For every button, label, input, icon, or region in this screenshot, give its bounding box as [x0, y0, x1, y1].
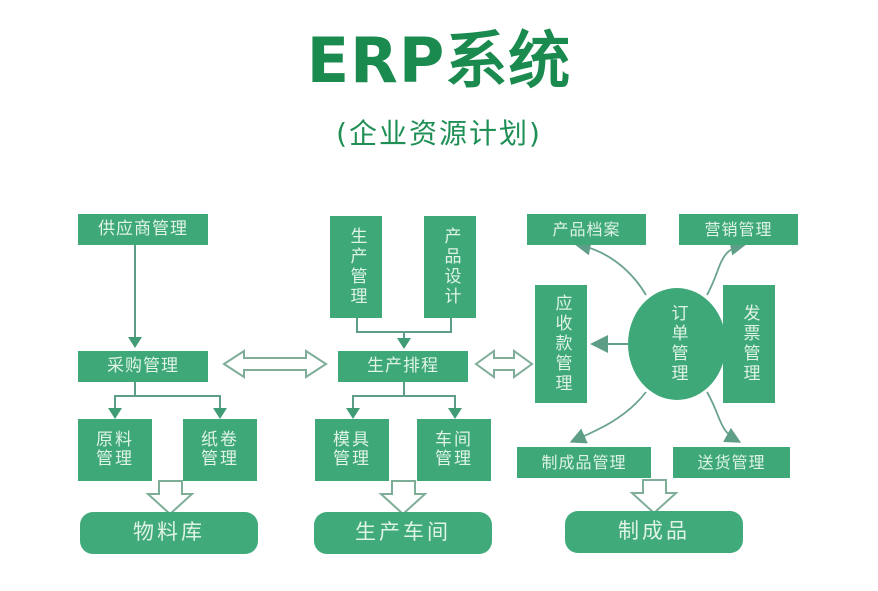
- page-subtitle: (企业资源计划): [336, 117, 542, 150]
- line-purchasing-down: [134, 382, 136, 396]
- arrowhead-to-mold: [346, 408, 360, 419]
- node-delivery-management[interactable]: 送货管理: [673, 447, 790, 478]
- node-supplier-management[interactable]: 供应商管理: [78, 214, 208, 245]
- node-product-archive[interactable]: 产品档案: [527, 214, 646, 245]
- node-order-management[interactable]: 订单管理: [628, 288, 726, 400]
- page-title: ERP系统: [306, 24, 572, 97]
- line-scheduling-branch: [352, 395, 455, 397]
- hollow-double-arrow-purchasing-scheduling: [222, 349, 328, 379]
- node-workshop-management[interactable]: 车间管理: [417, 419, 491, 481]
- node-mold-management[interactable]: 模具管理: [315, 419, 389, 481]
- node-receivables-management[interactable]: 应收款管理: [535, 285, 587, 403]
- hollow-arrow-to-production-workshop: [378, 480, 428, 516]
- hollow-arrow-to-material-warehouse: [145, 480, 195, 516]
- arrowhead-to-workshop: [448, 408, 462, 419]
- line-production-mgmt-down: [356, 318, 358, 332]
- curve-order-to-product-archive: [574, 239, 647, 296]
- line-purchasing-branch: [114, 395, 220, 397]
- node-finished-goods[interactable]: 制成品: [565, 511, 743, 553]
- arrowhead-supplier-to-purchasing: [128, 337, 142, 348]
- node-paper-roll-management[interactable]: 纸卷管理: [183, 419, 257, 481]
- line-supplier-to-purchasing: [134, 245, 136, 337]
- arrowhead-to-paper-roll: [213, 408, 227, 419]
- hollow-double-arrow-scheduling-receivables: [474, 349, 534, 379]
- line-to-paper-roll: [219, 395, 221, 409]
- node-product-design[interactable]: 产品设计: [424, 216, 476, 318]
- node-finished-goods-management[interactable]: 制成品管理: [517, 447, 651, 478]
- arrowhead-to-raw-material: [108, 408, 122, 419]
- node-marketing-management[interactable]: 营销管理: [679, 214, 798, 245]
- arrowhead-to-scheduling: [397, 338, 411, 349]
- node-production-workshop[interactable]: 生产车间: [314, 512, 492, 554]
- line-merge-down-to-scheduling: [403, 331, 405, 339]
- node-production-scheduling[interactable]: 生产排程: [338, 351, 468, 382]
- line-product-design-down: [450, 318, 452, 332]
- line-to-mold: [352, 395, 354, 409]
- node-raw-material-management[interactable]: 原料管理: [78, 419, 152, 481]
- node-invoice-management[interactable]: 发票管理: [723, 285, 775, 403]
- node-material-warehouse[interactable]: 物料库: [80, 512, 258, 554]
- node-production-management[interactable]: 生产管理: [330, 216, 382, 318]
- node-purchasing-management[interactable]: 采购管理: [78, 351, 208, 382]
- line-to-raw-material: [114, 395, 116, 409]
- line-to-workshop: [454, 395, 456, 409]
- line-scheduling-down: [403, 382, 405, 396]
- hollow-arrow-to-finished-goods: [629, 479, 679, 515]
